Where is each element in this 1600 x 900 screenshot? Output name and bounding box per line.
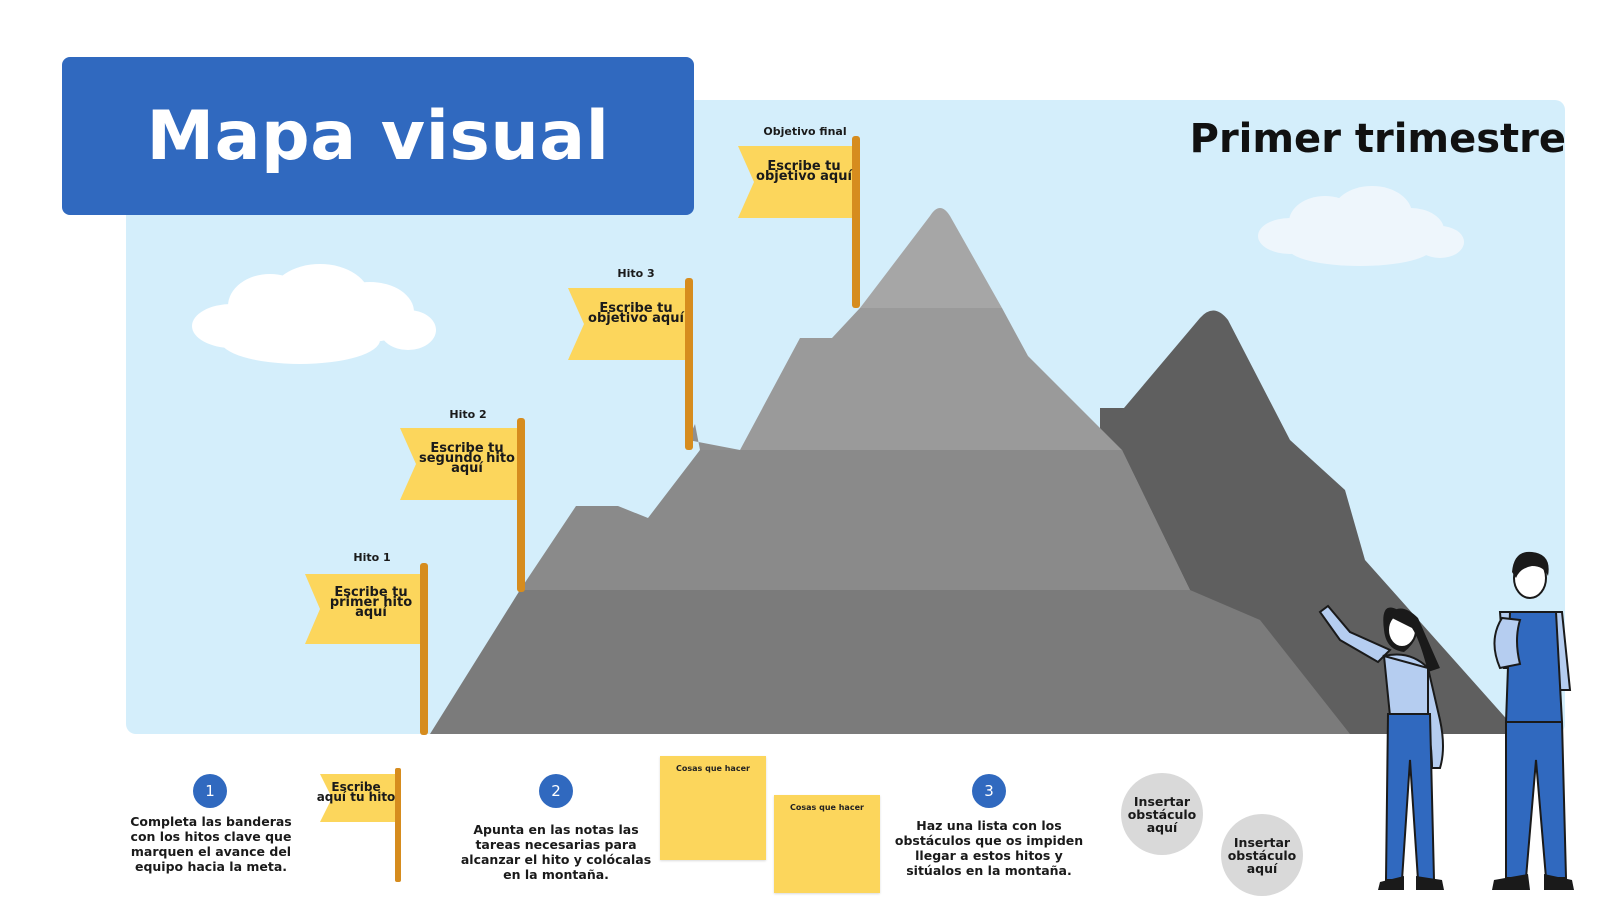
obstacle-circle-1[interactable]: Insertar obstáculo aquí (1121, 773, 1203, 855)
woman-figure-icon (1318, 604, 1444, 890)
flag-label-hito-2: Hito 2 (449, 408, 487, 421)
flag-text-hito-3[interactable]: Escribe tu objetivo aquí (588, 301, 684, 326)
cloud-left-icon (192, 264, 436, 364)
step-2-badge: 2 (539, 774, 573, 808)
mountain-base (430, 590, 1350, 734)
step-3-badge: 3 (972, 774, 1006, 808)
page-title: Mapa visual (146, 96, 610, 176)
sticky-note-1-label: Cosas que hacer (676, 764, 750, 773)
sticky-note-2-label: Cosas que hacer (790, 803, 864, 812)
mountain-tier-2 (740, 308, 1122, 450)
flag-hito-3 (568, 278, 693, 450)
flag-hito-2 (400, 418, 525, 592)
obstacle-circle-2[interactable]: Insertar obstáculo aquí (1221, 814, 1303, 896)
man-figure-icon (1492, 551, 1574, 890)
title-banner: Mapa visual (62, 57, 694, 215)
flag-label-hito-1: Hito 1 (353, 551, 391, 564)
step-2-text: Apunta en las notas las tareas necesaria… (460, 822, 652, 882)
flag-text-objetivo-final[interactable]: Escribe tu objetivo aquí (756, 159, 852, 184)
sticky-note-1[interactable]: Cosas que hacer (660, 756, 766, 860)
flag-objetivo-final (738, 136, 860, 308)
flag-label-objetivo-final: Objetivo final (763, 125, 847, 138)
page-subtitle: Primer trimestre (1189, 116, 1566, 162)
step-1-text: Completa las banderas con los hitos clav… (130, 814, 292, 874)
flag-text-hito-1[interactable]: Escribe tu primer hito aquí (329, 585, 413, 620)
flag-text-hito-2[interactable]: Escribe tu segundo hito aquí (419, 441, 515, 476)
cloud-right-icon (1258, 186, 1464, 266)
mountain-peak (860, 208, 1002, 308)
legend-sample-flag-text[interactable]: Escribe aquí tu hito (316, 780, 396, 804)
sticky-note-2[interactable]: Cosas que hacer (774, 795, 880, 893)
flag-label-hito-3: Hito 3 (617, 267, 655, 280)
flag-hito-1 (305, 563, 428, 735)
mountain-tier-4 (520, 450, 1190, 590)
step-1-badge: 1 (193, 774, 227, 808)
legend-sample-flag (320, 768, 401, 882)
step-3-text: Haz una lista con los obstáculos que os … (894, 818, 1084, 878)
